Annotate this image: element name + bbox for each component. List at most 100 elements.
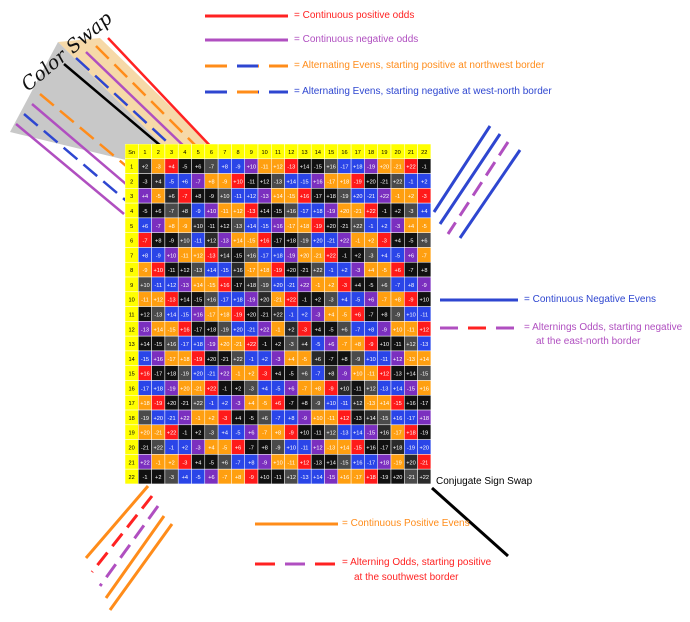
grid-cell-1-15-text: +16 [326, 165, 336, 171]
grid-cell-7-10-text: -17 [261, 253, 269, 259]
grid-cell-5-17-text: +22 [353, 224, 363, 230]
grid-cell-2-14-text: +16 [313, 179, 323, 185]
grid-cell-22-8-text: +8 [235, 475, 241, 481]
grid-cell-6-17-text: -1 [355, 239, 360, 245]
col-header-3-text: 3 [170, 150, 173, 156]
col-header-2-text: 2 [157, 150, 160, 156]
grid-cell-22-18-text: +18 [366, 475, 376, 481]
grid-cell-11-17-text: +6 [355, 312, 361, 318]
grid-cell-8-4-text: +12 [180, 268, 190, 274]
grid-cell-9-19-text: +6 [381, 283, 387, 289]
grid-cell-20-13-text: -11 [301, 445, 309, 451]
grid-cell-9-9-text: +18 [247, 283, 256, 289]
grid-cell-5-13-text: +18 [300, 224, 310, 230]
grid-cell-6-12-text: +18 [287, 239, 297, 245]
grid-cell-19-4-text: -1 [182, 431, 187, 437]
grid-cell-5-1-text: +6 [142, 224, 148, 230]
grid-cell-19-1-text: +20 [140, 431, 150, 437]
grid-cell-16-22-text: +16 [420, 386, 430, 392]
grid-cell-8-22-text: +8 [421, 268, 427, 274]
grid-cell-8-13-text: -21 [301, 268, 309, 274]
grid-cell-1-16-text: -17 [340, 165, 348, 171]
col-header-19-text: 19 [381, 150, 387, 156]
grid-cell-13-3-text: +16 [167, 342, 177, 348]
grid-cell-5-2-text: -7 [156, 224, 161, 230]
grid-cell-14-21-text: -13 [407, 357, 415, 363]
col-header-7-text: 7 [223, 150, 226, 156]
grid-cell-9-6-text: -15 [207, 283, 215, 289]
grid-cell-17-17-text: +12 [353, 401, 363, 407]
grid-cell-1-13-text: +14 [300, 165, 310, 171]
grid-cell-11-12-text: -1 [289, 312, 294, 318]
grid-cell-22-9-text: -9 [249, 475, 254, 481]
grid-cell-16-18-text: +12 [366, 386, 376, 392]
grid-cell-13-4-text: -17 [181, 342, 189, 348]
grid-cell-9-4-text: -13 [181, 283, 189, 289]
grid-cell-14-14-text: +6 [315, 357, 321, 363]
grid-cell-14-2-text: +16 [154, 357, 164, 363]
grid-cell-18-3-text: -21 [168, 416, 176, 422]
grid-cell-19-20-text: -17 [394, 431, 402, 437]
grid-cell-1-19-text: +20 [380, 165, 390, 171]
grid-cell-15-10-text: -3 [262, 372, 267, 378]
grid-cell-19-11-text: +8 [275, 431, 281, 437]
grid-cell-3-13-text: +16 [300, 194, 310, 200]
grid-cell-2-20-text: +22 [393, 179, 403, 185]
grid-cell-4-1-text: -5 [142, 209, 147, 215]
row-header-4-text: 4 [130, 209, 133, 215]
grid-cell-2-9-text: -11 [248, 179, 256, 185]
grid-cell-13-22-text: -13 [420, 342, 428, 348]
grid-cell-12-11-text: -1 [275, 327, 280, 333]
legend-text-continuous-positive-odds: = Continuous positive odds [294, 10, 415, 21]
grid-cell-1-22-text: -1 [422, 165, 427, 171]
grid-cell-17-19-text: +14 [380, 401, 390, 407]
grid-cell-10-3-text: -13 [168, 298, 176, 304]
grid-cell-22-14-text: +14 [313, 475, 323, 481]
grid-cell-6-1-text: -7 [142, 239, 147, 245]
grid-cell-6-11-text: -17 [274, 239, 282, 245]
col-header-17-text: 17 [355, 150, 361, 156]
grid-cell-21-6-text: -5 [209, 460, 214, 466]
grid-cell-13-6-text: -19 [207, 342, 215, 348]
col-header-21-text: 21 [408, 150, 414, 156]
grid-cell-2-2-text: +4 [155, 179, 161, 185]
grid-cell-22-12-text: +12 [287, 475, 297, 481]
grid-cell-1-21-text: +22 [406, 165, 416, 171]
col-header-16-text: 16 [341, 150, 347, 156]
grid-cell-6-5-text: -11 [194, 239, 202, 245]
grid-cell-21-22-text: -21 [420, 460, 428, 466]
grid-cell-16-5-text: -21 [194, 386, 202, 392]
grid-cell-11-15-text: +4 [328, 312, 334, 318]
grid-cell-12-22-text: +12 [420, 327, 430, 333]
grid-cell-4-14-text: +18 [313, 209, 323, 215]
grid-cell-20-2-text: +22 [154, 445, 164, 451]
grid-cell-1-20-text: -21 [394, 165, 402, 171]
grid-cell-15-2-text: -17 [154, 372, 162, 378]
grid-cell-15-20-text: -13 [394, 372, 402, 378]
col-header-22-text: 22 [421, 150, 427, 156]
grid-cell-13-14-text: -5 [315, 342, 320, 348]
grid-cell-10-2-text: +12 [154, 298, 164, 304]
grid-cell-21-7-text: +6 [222, 460, 228, 466]
grid-cell-1-3-text: +4 [168, 165, 174, 171]
grid-cell-8-21-text: -7 [408, 268, 413, 274]
grid-cell-16-9-text: -3 [249, 386, 254, 392]
grid-cell-22-7-text: -7 [222, 475, 227, 481]
grid-cell-5-9-text: +14 [247, 224, 256, 230]
grid-cell-6-8-text: +14 [233, 239, 243, 245]
grid-cell-2-16-text: +18 [340, 179, 350, 185]
grid-cell-7-2-text: -9 [156, 253, 161, 259]
grid-cell-7-14-text: -21 [314, 253, 322, 259]
grid-cell-11-22-text: -11 [420, 312, 428, 318]
grid-cell-12-16-text: +6 [341, 327, 347, 333]
grid-cell-4-12-text: +16 [287, 209, 297, 215]
grid-cell-14-10-text: +2 [261, 357, 267, 363]
col-header-5-text: 5 [197, 150, 200, 156]
grid-cell-5-11-text: +16 [273, 224, 283, 230]
grid-cell-20-8-text: +6 [235, 445, 241, 451]
grid-cell-14-20-text: +12 [393, 357, 403, 363]
grid-cell-4-8-text: +12 [233, 209, 243, 215]
grid-cell-5-15-text: +20 [326, 224, 336, 230]
southwest-stripes [84, 485, 174, 611]
grid-cell-16-17-text: -11 [354, 386, 362, 392]
